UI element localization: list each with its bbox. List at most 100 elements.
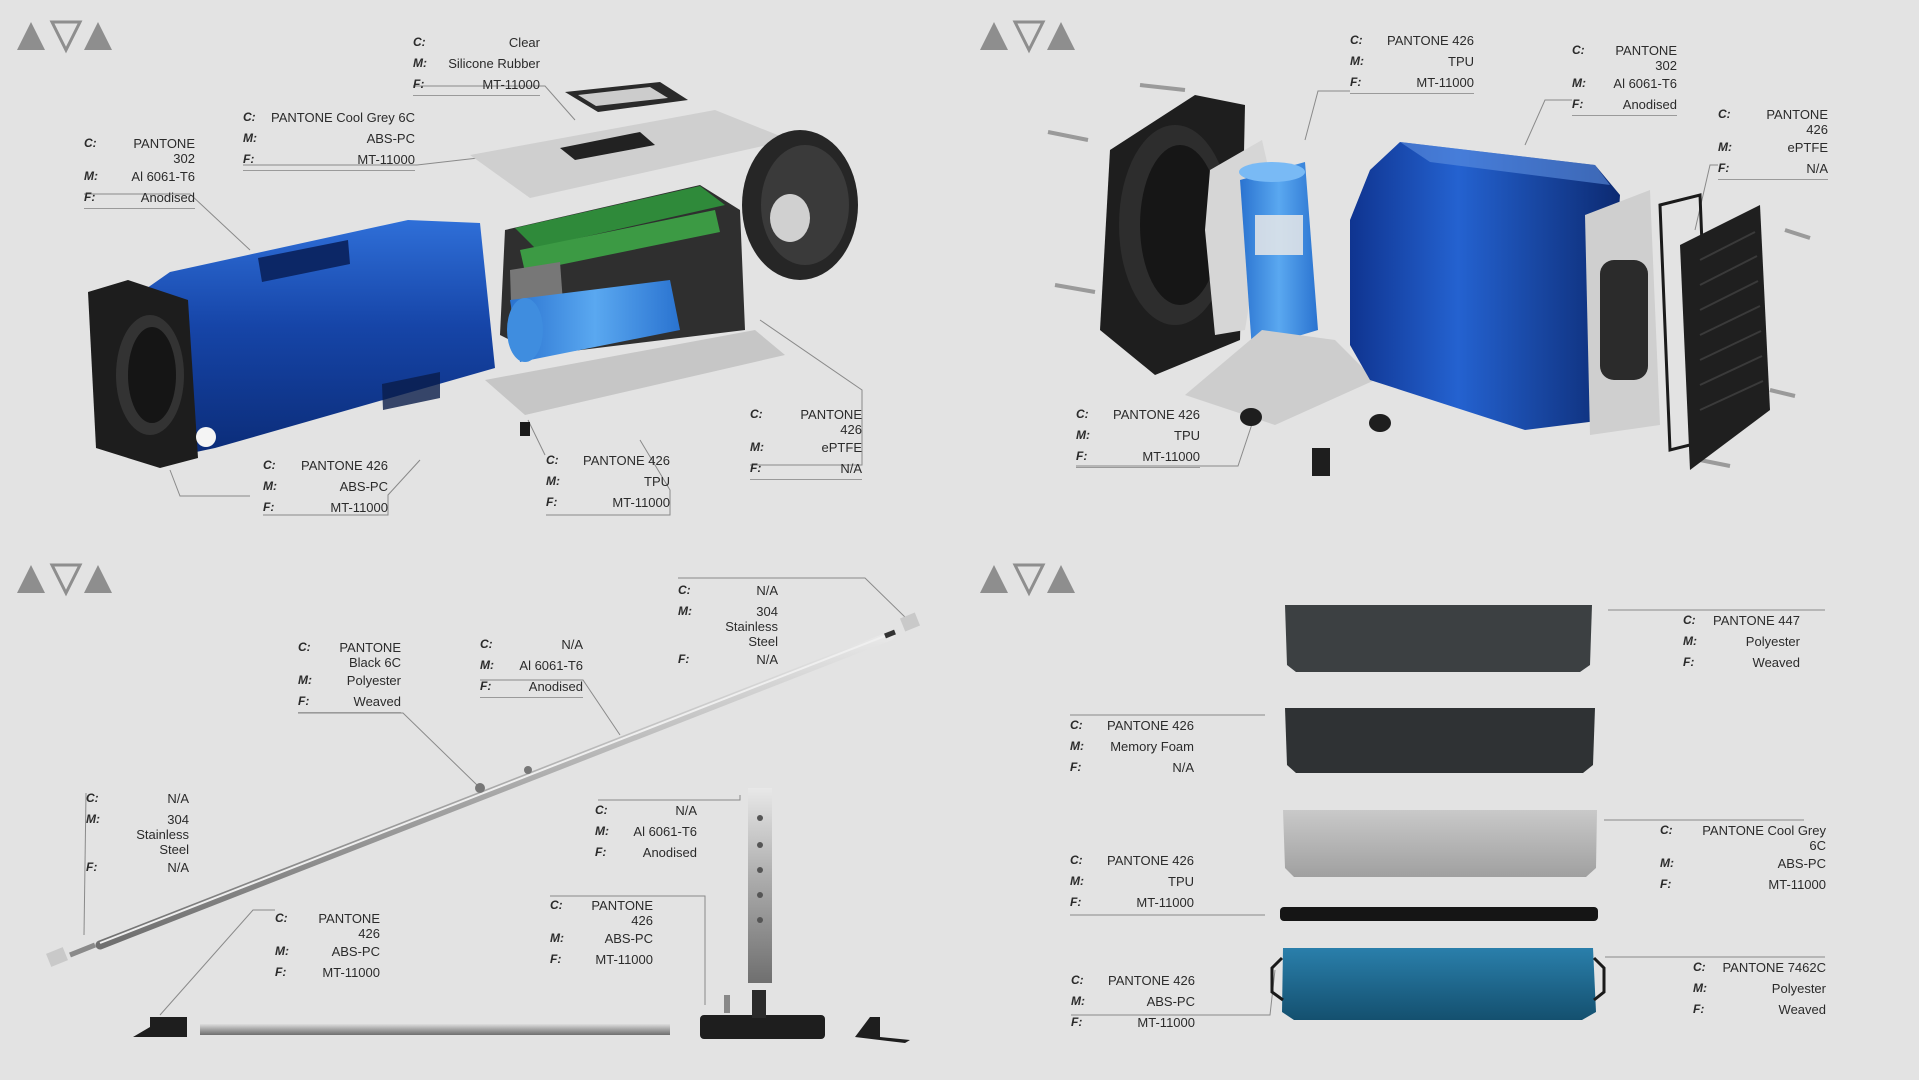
key-colour: C: (1683, 613, 1696, 627)
callout-housing-1: C:PANTONE 302 M:Al 6061-T6 F:Anodised (84, 133, 195, 209)
callout-fabric-cover: C:PANTONE 7462C M:Polyester F:Weaved (1693, 957, 1826, 1020)
callout-pole-tube: C:N/A M:Al 6061-T6 F:Anodised (480, 634, 583, 698)
key-colour: C: (1350, 33, 1363, 47)
key-colour: C: (86, 791, 99, 805)
key-finish: F: (298, 694, 310, 708)
key-material: M: (1718, 140, 1732, 154)
key-material: M: (413, 56, 427, 70)
key-finish: F: (546, 495, 558, 509)
value-colour: PANTONE Black 6C (339, 640, 401, 670)
value-material: 304 Stainless Steel (725, 604, 778, 649)
key-material: M: (1070, 874, 1084, 888)
key-colour: C: (1718, 107, 1731, 121)
value-finish: N/A (840, 461, 862, 476)
value-colour: Clear (508, 35, 540, 50)
triangle-down-icon (49, 20, 83, 54)
key-finish: F: (84, 190, 96, 204)
value-finish: MT-11000 (595, 952, 653, 967)
key-colour: C: (413, 35, 426, 49)
value-colour: PANTONE 7462C (1722, 960, 1826, 975)
value-material: ePTFE (821, 440, 862, 455)
callout-silicone-cap: C:Clear M:Silicone Rubber F:MT-11000 (413, 32, 540, 96)
triangle-up-icon (84, 22, 112, 50)
value-material: Polyester (1745, 634, 1800, 649)
value-finish: N/A (1172, 760, 1194, 775)
value-finish: N/A (756, 652, 778, 667)
value-material: Silicone Rubber (448, 56, 540, 71)
key-material: M: (546, 474, 560, 488)
value-colour: PANTONE 302 (133, 136, 195, 166)
key-colour: C: (1070, 718, 1083, 732)
value-material: Polyester (346, 673, 401, 688)
value-colour: PANTONE 426 (318, 911, 380, 941)
key-colour: C: (1572, 43, 1585, 57)
value-material: Al 6061-T6 (519, 658, 583, 673)
key-material: M: (1572, 76, 1586, 90)
value-material: Polyester (1771, 981, 1826, 996)
logo-mark-1 (17, 20, 112, 54)
value-finish: MT-11000 (1137, 1015, 1195, 1030)
key-finish: F: (1070, 895, 1082, 909)
callout-t-connector: C:PANTONE 426 M:ABS-PC F:MT-11000 (550, 895, 653, 970)
value-material: ABS-PC (604, 931, 653, 946)
triangle-up-icon (84, 565, 112, 593)
key-material: M: (1070, 739, 1084, 753)
value-colour: PANTONE 426 (1766, 107, 1828, 137)
value-colour: PANTONE 302 (1615, 43, 1677, 73)
logo-mark-2 (980, 20, 1075, 54)
value-material: ABS-PC (339, 479, 388, 494)
callout-pole-end: C:N/A M:304 Stainless Steel F:N/A (86, 788, 189, 878)
value-finish: Anodised (1622, 97, 1677, 112)
value-colour: PANTONE 447 (1713, 613, 1800, 628)
value-colour: PANTONE 426 (1107, 853, 1194, 868)
key-material: M: (84, 169, 98, 183)
triangle-down-icon (1012, 20, 1046, 54)
key-finish: F: (678, 652, 690, 666)
key-material: M: (1350, 54, 1364, 68)
value-finish: Weaved (1752, 655, 1800, 670)
key-finish: F: (1718, 161, 1730, 175)
callout-tpu-strip: C:PANTONE 426 M:TPU F:MT-11000 (1070, 850, 1194, 913)
key-finish: F: (480, 679, 492, 693)
callout-housing-2: C:PANTONE 302 M:Al 6061-T6 F:Anodised (1572, 40, 1677, 116)
value-material: ABS-PC (366, 131, 415, 146)
key-material: M: (275, 944, 289, 958)
callout-feet-2: C:PANTONE 426 M:TPU F:MT-11000 (1076, 404, 1200, 468)
value-colour: N/A (167, 791, 189, 806)
value-finish: MT-11000 (482, 77, 540, 92)
callout-grey-tray: C:PANTONE Cool Grey 6C M:ABS-PC F:MT-110… (1660, 820, 1826, 895)
callout-end-cap: C:PANTONE 426 M:ABS-PC F:MT-11000 (263, 455, 388, 518)
key-finish: F: (550, 952, 562, 966)
key-colour: C: (298, 640, 311, 654)
key-material: M: (595, 824, 609, 838)
key-colour: C: (263, 458, 276, 472)
key-colour: C: (1693, 960, 1706, 974)
value-material: TPU (1174, 428, 1200, 443)
value-finish: Anodised (642, 845, 697, 860)
key-colour: C: (275, 911, 288, 925)
value-colour: PANTONE 426 (301, 458, 388, 473)
value-colour: PANTONE Cool Grey 6C (1702, 823, 1826, 853)
key-finish: F: (1071, 1015, 1083, 1029)
value-finish: Weaved (353, 694, 401, 709)
value-material: 304 Stainless Steel (136, 812, 189, 857)
key-finish: F: (1076, 449, 1088, 463)
value-material: TPU (1168, 874, 1194, 889)
value-finish: MT-11000 (612, 495, 670, 510)
logo-mark-3 (17, 563, 112, 597)
value-colour: PANTONE 426 (800, 407, 862, 437)
key-colour: C: (1660, 823, 1673, 837)
panel-layers-view (1070, 605, 1825, 1020)
key-colour: C: (550, 898, 563, 912)
key-colour: C: (546, 453, 559, 467)
triangle-up-icon (980, 565, 1008, 593)
key-colour: C: (678, 583, 691, 597)
key-material: M: (1071, 994, 1085, 1008)
key-material: M: (678, 604, 692, 618)
value-colour: PANTONE 426 (583, 453, 670, 468)
callout-eptfe-1: C:PANTONE 426 M:ePTFE F:N/A (750, 404, 862, 480)
key-material: M: (750, 440, 764, 454)
key-finish: F: (1350, 75, 1362, 89)
value-finish: MT-11000 (1136, 895, 1194, 910)
